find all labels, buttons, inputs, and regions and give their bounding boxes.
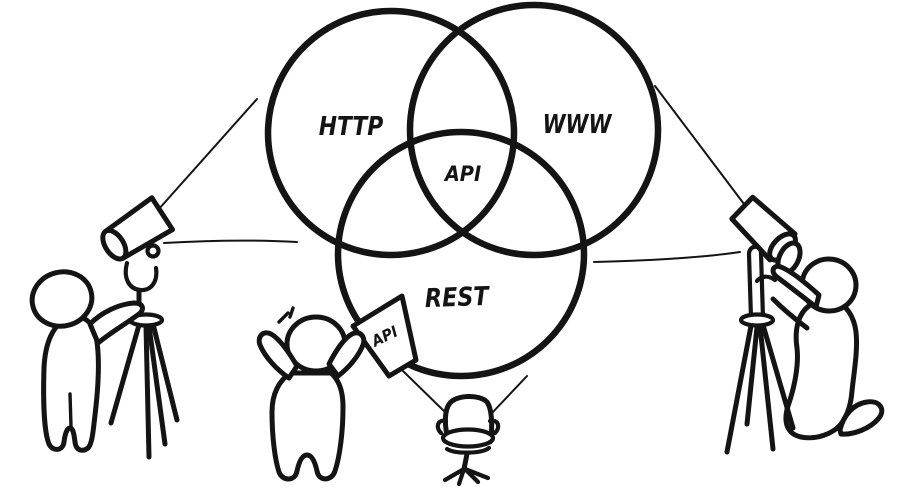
tripod-knob xyxy=(145,243,161,259)
tripod-icon xyxy=(108,243,180,460)
chair-group xyxy=(402,370,528,487)
spotlight-beams xyxy=(157,85,745,263)
tripod-leg xyxy=(108,322,142,426)
person-foot xyxy=(837,399,885,437)
chair-tether-line-left xyxy=(402,370,448,415)
chair-tether-line-right xyxy=(491,375,528,414)
chair-armrest-right xyxy=(487,418,501,436)
left-camera-operator xyxy=(29,195,180,460)
person-body xyxy=(783,298,859,441)
venn-label-intersection: API xyxy=(443,161,482,186)
tripod-leg xyxy=(150,321,180,423)
person-arm-lower xyxy=(770,296,810,331)
chair-post xyxy=(461,451,470,472)
excitement-marks xyxy=(277,306,295,324)
person-head xyxy=(29,269,95,329)
beam-line-left-lower xyxy=(163,239,298,244)
api-paper-sign: API xyxy=(350,293,419,379)
tripod-leg xyxy=(146,323,168,447)
venn-circle-rest xyxy=(334,128,588,380)
beam-line-left-upper xyxy=(157,98,258,211)
tripod-yoke xyxy=(123,260,159,293)
spotlight-back-cap xyxy=(100,227,129,262)
venn-label-www: WWW xyxy=(543,109,613,140)
venn-label-http: HTTP xyxy=(319,111,384,141)
person-arm-upper xyxy=(770,263,822,310)
office-chair-icon xyxy=(435,394,501,487)
person-leg-split xyxy=(68,392,73,428)
tripod-leg xyxy=(724,323,754,455)
person-hand xyxy=(754,274,778,284)
paper-sign xyxy=(350,293,419,379)
venn-circle-http xyxy=(264,7,518,259)
tripod-leg xyxy=(744,324,760,427)
tripod-leg xyxy=(760,322,796,431)
spotlight-icon xyxy=(100,195,176,262)
tripod-leg xyxy=(143,323,152,460)
chair-base xyxy=(442,466,491,487)
person-arms xyxy=(754,263,822,331)
person-arm xyxy=(87,300,145,346)
beam-line-right-lower xyxy=(593,251,741,263)
celebrating-person xyxy=(256,306,367,482)
chair-seat xyxy=(440,427,496,449)
venn-label-rest: REST xyxy=(424,280,491,313)
person-body xyxy=(41,314,101,453)
person-body xyxy=(269,370,346,482)
person-arm-left-raised xyxy=(256,330,300,381)
chair-armrest-left xyxy=(435,418,449,436)
beam-line-right-upper xyxy=(654,85,745,205)
venn-circle-www xyxy=(406,1,662,259)
tripod-collar xyxy=(738,312,776,328)
venn-diagram: HTTP WWW API REST xyxy=(264,1,662,380)
person-figure xyxy=(29,269,145,453)
person-arm-right-raised xyxy=(326,330,367,379)
right-camera-operator xyxy=(724,194,885,455)
tripod-leg xyxy=(757,323,776,452)
